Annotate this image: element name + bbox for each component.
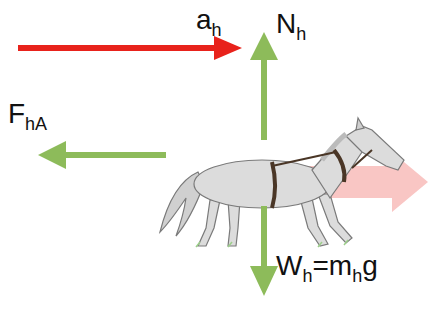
harness bbox=[272, 150, 372, 208]
normal-force-arrow bbox=[261, 56, 267, 140]
weight-label: Wh=mhg bbox=[276, 250, 378, 282]
weight-arrow bbox=[261, 206, 267, 270]
friction-force-head bbox=[38, 141, 66, 169]
ground-tufts bbox=[196, 240, 348, 247]
acceleration-label: ah bbox=[196, 4, 222, 36]
acceleration-arrow bbox=[18, 36, 242, 60]
normal-force-head bbox=[250, 32, 278, 60]
weight-head bbox=[250, 266, 278, 296]
friction-force-label: FhA bbox=[8, 98, 47, 130]
horse-illustration bbox=[160, 118, 404, 246]
normal-force-label: Nh bbox=[276, 8, 306, 40]
force-arrows bbox=[38, 32, 278, 296]
friction-force-arrow bbox=[62, 152, 166, 158]
